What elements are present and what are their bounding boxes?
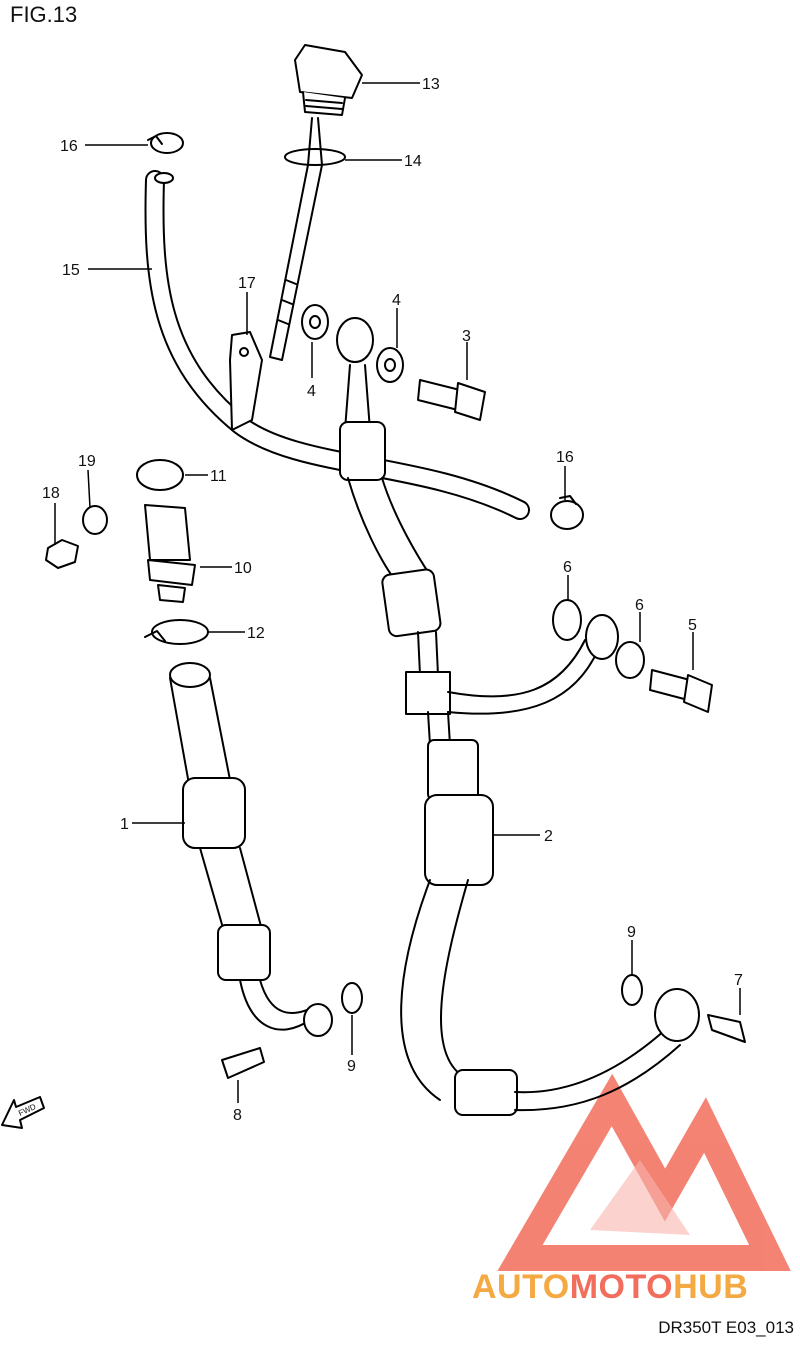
bolt-8 [221,1047,265,1079]
washer-upper-right [376,347,404,383]
bolt-7 [707,1014,746,1043]
callout-17: 17 [238,275,256,292]
callout-16a: 16 [60,138,78,155]
washer-mid-right [615,641,645,679]
callout-5: 5 [688,617,697,634]
callout-14: 14 [404,153,422,170]
washer-mid-left [552,599,582,641]
brand-part-hub: HUB [673,1268,749,1306]
callout-8: 8 [233,1107,242,1124]
callout-6b: 6 [635,597,644,614]
callout-6a: 6 [563,559,572,576]
brand-part-auto: AUTO [472,1268,570,1306]
callout-11: 11 [210,468,227,485]
callout-15: 15 [62,262,80,279]
washer-lower-left [341,982,363,1014]
bolt-18 [45,539,79,569]
callout-2: 2 [544,828,553,845]
callout-18: 18 [42,485,60,502]
callout-9b: 9 [627,924,636,941]
hose-clip-right [550,495,584,530]
brand-part-moto: MOTO [569,1268,674,1306]
leader-lines [54,82,741,1103]
washer-upper-left [301,304,329,340]
callout-4b: 4 [392,292,401,309]
fwd-arrow-icon [1,1096,45,1129]
callout-1: 1 [120,816,129,833]
dipstick [269,117,323,361]
o-ring-11 [136,459,184,491]
oil-filler-cap [294,44,363,116]
figure-title: FIG.13 [10,2,78,27]
callout-12: 12 [247,625,265,642]
watermark-logo [497,1073,791,1271]
washer-lower-right [621,974,643,1006]
oil-hose-1 [169,662,333,1037]
watermark-brand: AUTOMOTOHUB [472,1268,748,1307]
callout-7: 7 [734,972,743,989]
callout-16b: 16 [556,449,574,466]
washer-19 [82,505,108,535]
union-bolt-upper [417,379,486,421]
figure-code: DR350T E03_013 [658,1318,794,1337]
callout-19: 19 [78,453,96,470]
callout-4a: 4 [307,383,316,400]
hose-bracket [229,331,263,431]
o-ring [284,148,346,166]
callout-13: 13 [422,76,440,93]
oil-hose-2 [336,317,700,1116]
hose-clip-top [147,132,184,154]
union-bolt-lower [649,669,713,713]
callout-9a: 9 [347,1058,356,1075]
hose-clamp-12 [144,619,209,645]
callout-10: 10 [234,560,252,577]
oil-pressure-switch [144,504,196,603]
callout-3: 3 [462,328,471,345]
